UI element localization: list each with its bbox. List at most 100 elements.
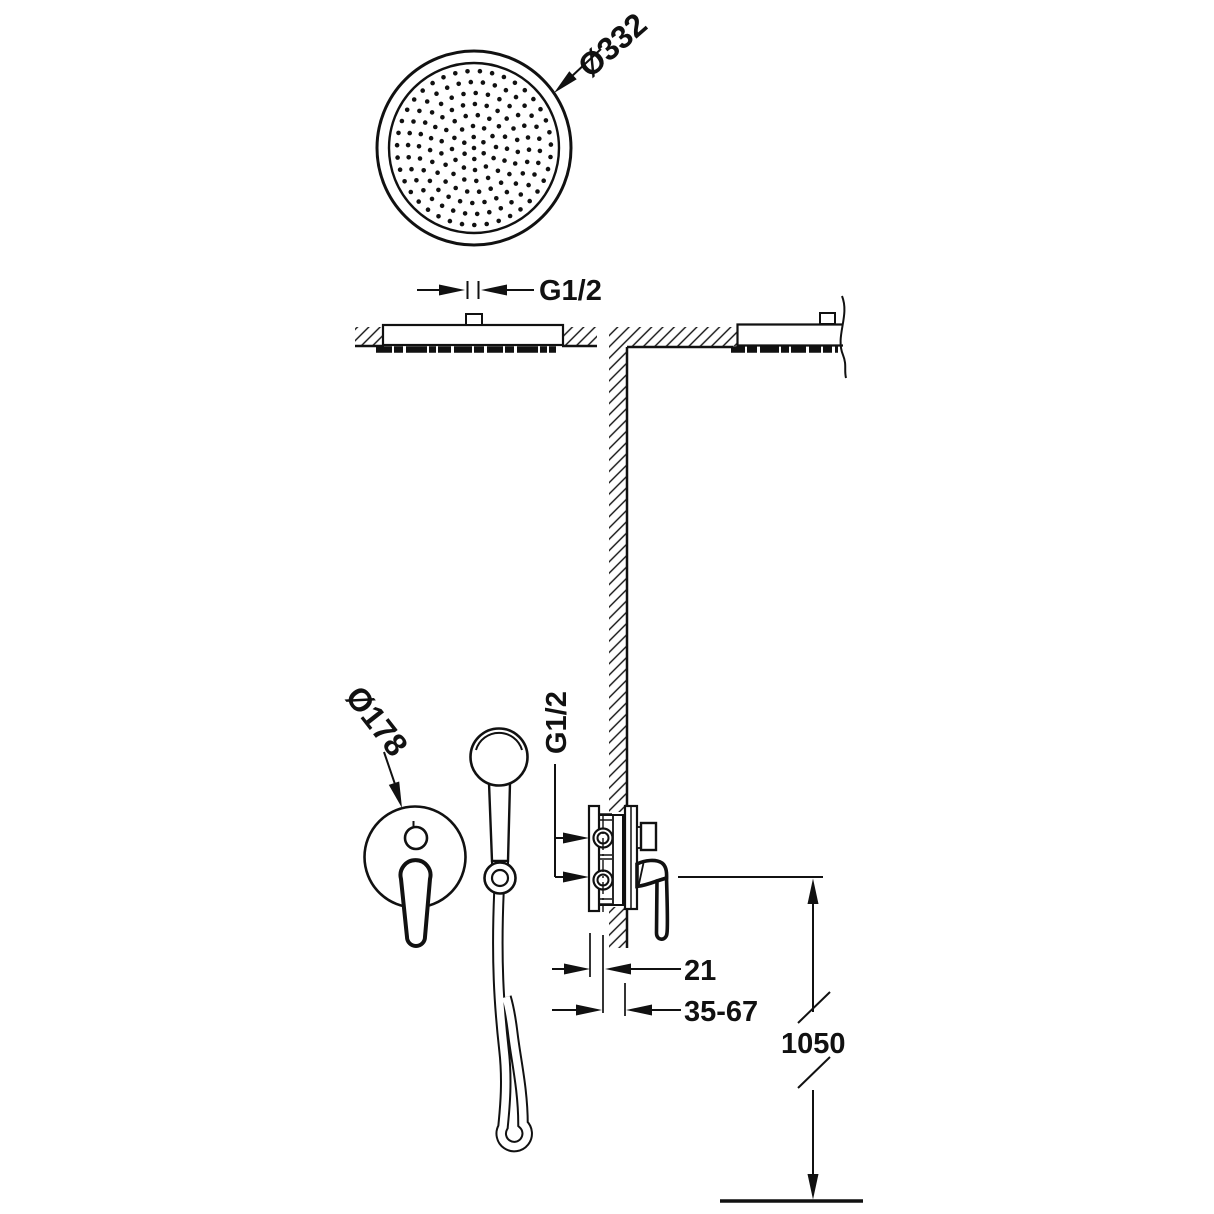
nozzle-dot	[524, 159, 530, 165]
leader-line	[570, 48, 602, 78]
nozzle-dot	[476, 189, 482, 194]
shower-hose	[492, 890, 533, 1153]
nozzle-dot	[502, 134, 508, 139]
nozzle-dot	[488, 186, 494, 191]
nozzle-dot	[453, 157, 458, 163]
hand-shower	[469, 727, 533, 1153]
lever-pivot	[637, 862, 645, 887]
nozzle-dot	[435, 170, 440, 175]
head-body	[736, 323, 843, 347]
nozzle-dot	[495, 168, 501, 174]
nozzle-dot	[529, 113, 534, 118]
hand-shower-handle	[487, 781, 512, 863]
nozzle-dot	[447, 218, 453, 224]
dim-35-67-text: 35-67	[684, 996, 758, 1028]
nozzle-dot	[507, 213, 513, 219]
leader-arrowhead	[554, 71, 577, 93]
nozzle-dot	[511, 126, 516, 131]
nozzle-dot	[522, 123, 527, 128]
break-line	[839, 295, 847, 379]
concealed-valve-side-view	[587, 804, 670, 941]
nozzle-dot	[439, 138, 445, 144]
nozzle-dot	[462, 177, 467, 182]
nozzle-dot	[490, 133, 495, 139]
lever-handle-tail	[654, 875, 670, 941]
nozzle-dot	[498, 180, 504, 185]
nozzle-dot	[446, 194, 451, 200]
spray-nozzle-dots	[394, 68, 554, 228]
plate-diameter-text: Ø178	[338, 679, 415, 763]
nozzle-dot	[459, 221, 465, 227]
nozzle-dot	[502, 158, 507, 163]
nozzle-dot	[472, 101, 478, 107]
head-body	[381, 323, 565, 347]
leader-arrowhead	[563, 871, 589, 883]
nozzle-dot	[421, 188, 426, 193]
nozzle-dot	[513, 181, 519, 186]
dimension-35-67: 35-67	[552, 983, 758, 1028]
inlet-connector	[465, 313, 483, 326]
nozzle-dot	[496, 218, 502, 224]
nozzle-dot	[492, 83, 498, 88]
nozzle-dot	[449, 146, 455, 152]
nozzle-dot	[504, 146, 510, 151]
nozzle-dot	[452, 135, 457, 141]
nozzle-dot	[396, 130, 401, 136]
shower-head-side-view-right	[731, 295, 847, 379]
ceiling-hatch-right	[609, 327, 737, 346]
nozzle-dot	[409, 166, 414, 172]
nozzle-dot	[481, 140, 486, 145]
nozzle-dot	[399, 118, 405, 124]
nozzle-dot	[404, 107, 410, 113]
head-diameter-text: Ø332	[571, 6, 654, 85]
nozzle-dot	[537, 136, 542, 141]
nozzle-dot	[416, 144, 422, 149]
head-diameter-label: Ø332	[554, 6, 654, 93]
hose-nut-bore	[490, 868, 510, 888]
nozzle-dot	[491, 155, 496, 161]
nozzle-dot	[456, 81, 462, 87]
nozzle-dot	[512, 161, 518, 166]
nozzle-dot	[538, 106, 543, 112]
nozzle-dot	[464, 189, 470, 194]
nozzle-dot	[444, 127, 449, 133]
ceiling-section-left	[355, 313, 597, 353]
nozzle-dot	[417, 108, 422, 114]
mounting-tabs	[599, 813, 612, 905]
nozzle-dot	[498, 206, 504, 211]
nozzle-dot	[515, 149, 521, 155]
hand-shower-head	[469, 727, 529, 787]
nozzle-dot	[453, 185, 459, 191]
nozzle-dot	[537, 148, 543, 154]
wall-section	[609, 295, 847, 948]
nozzle-dot	[507, 103, 512, 109]
nozzle-dot	[427, 178, 433, 184]
nozzle-dot	[503, 87, 509, 93]
nozzle-dot	[497, 96, 502, 102]
nozzle-dot	[483, 164, 489, 169]
dim-arrow-left-pointing	[481, 284, 507, 296]
nozzle-dot	[462, 211, 468, 216]
nozzle-dot	[459, 127, 465, 132]
dimension-1050: 1050	[678, 876, 863, 1203]
nozzle-dot	[450, 208, 456, 213]
outlet-nut	[639, 821, 658, 852]
nozzle-dot	[418, 131, 424, 137]
nozzle-dot	[481, 151, 487, 156]
nozzle-dot	[471, 134, 477, 140]
mounting-bracket	[587, 804, 601, 913]
nozzle-dot	[475, 112, 481, 118]
nozzle-dot	[501, 74, 507, 80]
nozzle-dot	[484, 103, 490, 109]
nozzle-dot	[509, 200, 514, 205]
nozzle-dot	[461, 165, 467, 170]
nozzle-dot	[514, 137, 520, 143]
nozzle-dot	[421, 168, 427, 173]
nozzle-dot	[495, 108, 500, 114]
nozzle-dot	[472, 156, 477, 162]
nozzle-dot	[504, 116, 510, 121]
nozzle-dot	[402, 179, 407, 184]
nozzle-dot	[430, 80, 435, 86]
nozzle-dot	[457, 198, 463, 204]
